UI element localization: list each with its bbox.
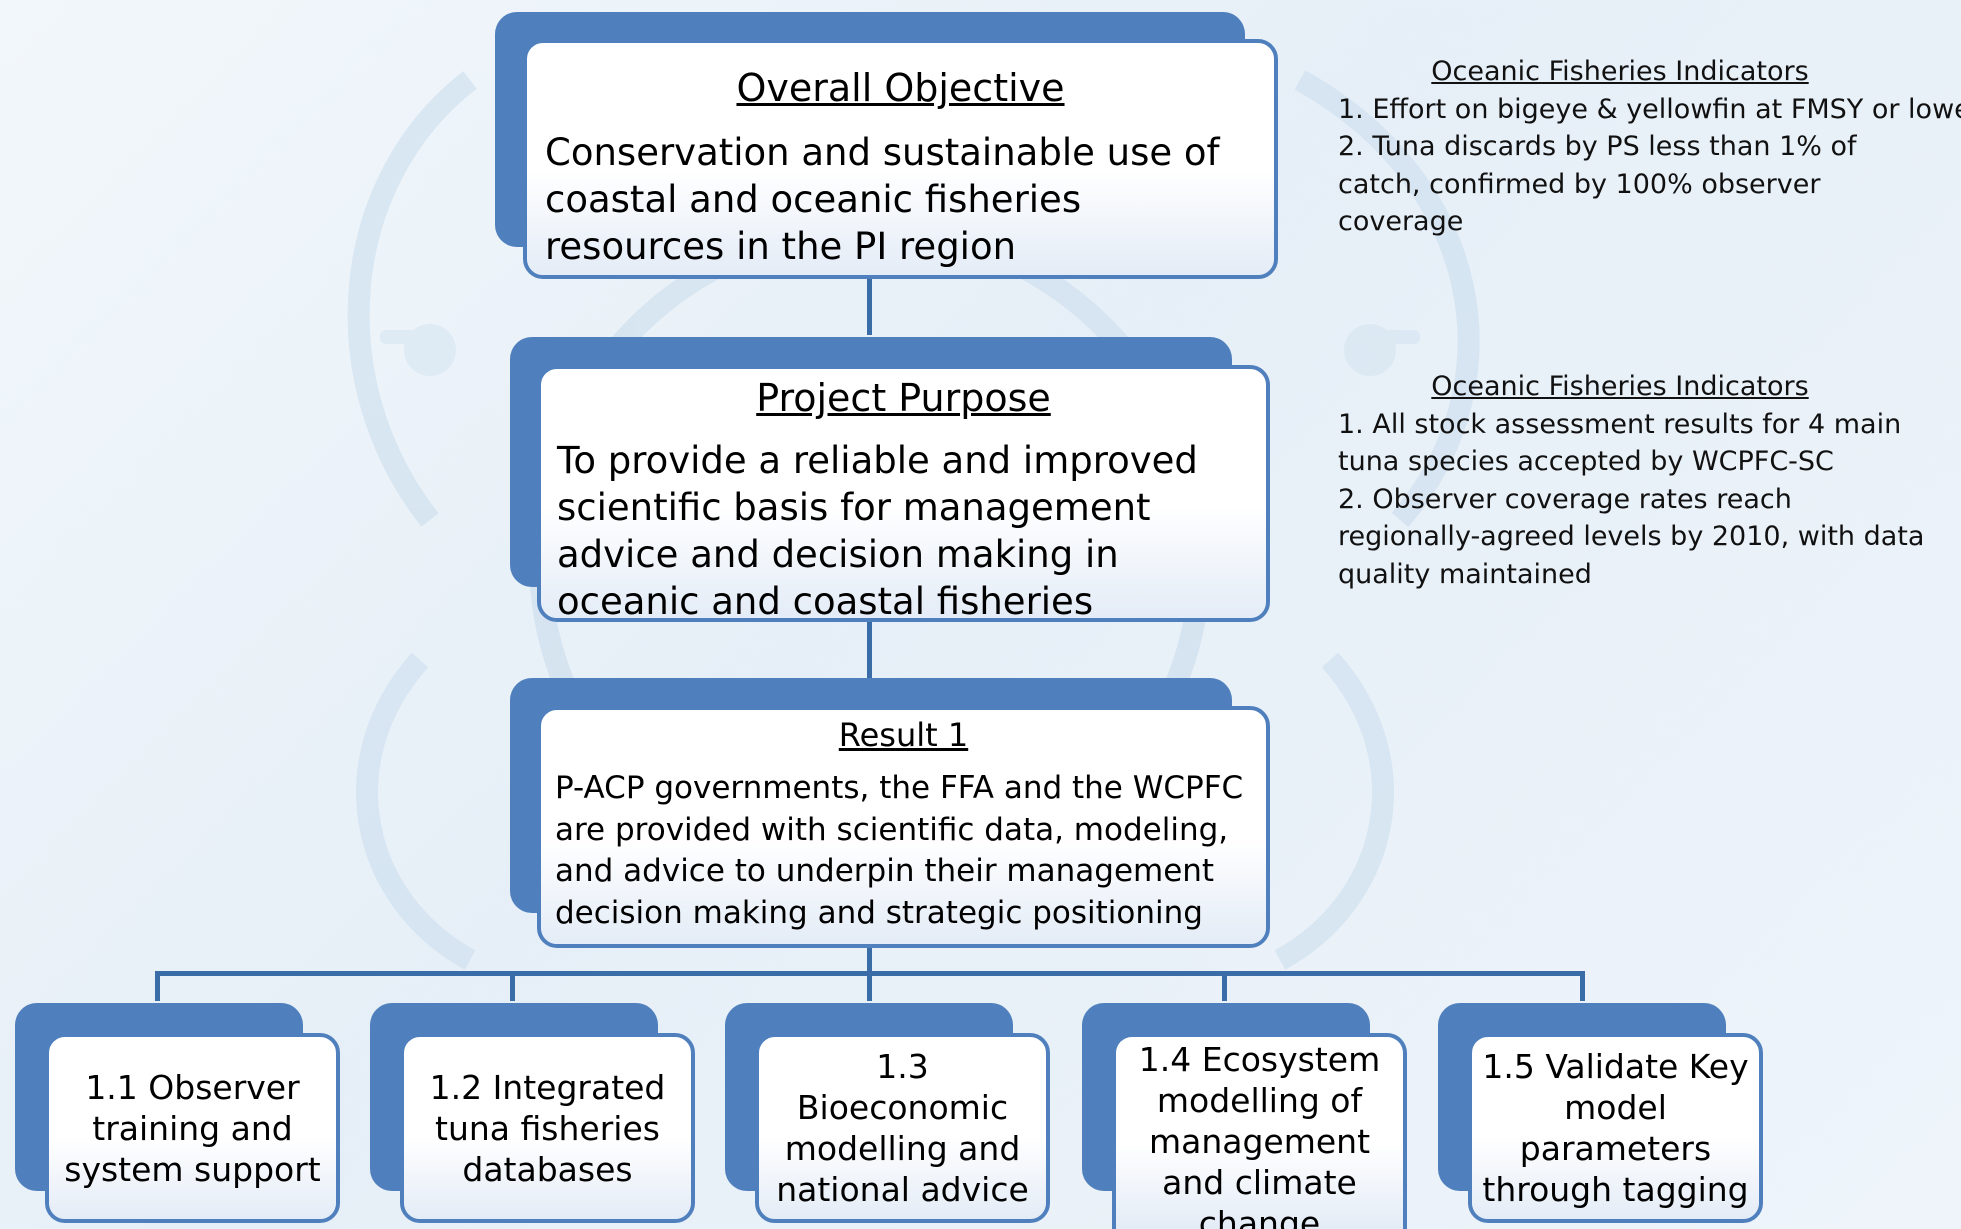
- indicators-objective-item-1: 1. Effort on bigeye & yellowfin at FMSY …: [1338, 93, 1961, 125]
- activity-label-4: 1.4 Ecosystem modelling of management an…: [1138, 1040, 1381, 1229]
- activity-box-3: 1.3 Bioeconomic modelling and national a…: [725, 1003, 1050, 1223]
- activity-box-4: 1.4 Ecosystem modelling of management an…: [1082, 1003, 1407, 1229]
- indicators-purpose: Oceanic Fisheries Indicators 1. All stoc…: [1338, 368, 1938, 593]
- activity-box-5: 1.5 Validate Key model parameters throug…: [1438, 1003, 1763, 1223]
- connector-drop-3: [867, 971, 872, 1001]
- connector-result-trunk: [867, 945, 872, 975]
- activity-label-3: 1.3 Bioeconomic modelling and national a…: [776, 1047, 1029, 1209]
- connector-drop-4: [1222, 971, 1227, 1001]
- overall-objective-text: Conservation and sustainable use of coas…: [545, 131, 1220, 268]
- project-purpose-text: To provide a reliable and improved scien…: [557, 439, 1198, 622]
- indicators-purpose-item-1: 1. All stock assessment results for 4 ma…: [1338, 408, 1902, 478]
- result-1-box: Result 1 P-ACP governments, the FFA and …: [510, 678, 1270, 948]
- overall-objective-title: Overall Objective: [736, 66, 1065, 110]
- indicators-purpose-item-2: 2. Observer coverage rates reach regiona…: [1338, 483, 1925, 590]
- connector-purpose-result: [867, 620, 872, 680]
- result-1-title: Result 1: [838, 716, 969, 754]
- overall-objective-box: Overall Objective Conservation and susta…: [495, 12, 1280, 282]
- indicators-objective-heading: Oceanic Fisheries Indicators: [1431, 56, 1809, 87]
- activity-label-5: 1.5 Validate Key model parameters throug…: [1482, 1047, 1749, 1209]
- activity-label-2: 1.2 Integrated tuna fisheries databases: [429, 1067, 666, 1189]
- project-purpose-title: Project Purpose: [756, 376, 1051, 420]
- indicators-purpose-heading: Oceanic Fisheries Indicators: [1431, 371, 1809, 402]
- connector-drop-5: [1580, 971, 1585, 1001]
- project-purpose-box: Project Purpose To provide a reliable an…: [510, 337, 1270, 622]
- indicators-objective-item-2: 2. Tuna discards by PS less than 1% of c…: [1338, 131, 1857, 237]
- indicators-objective: Oceanic Fisheries Indicators 1. Effort o…: [1338, 53, 1961, 241]
- result-1-text: P-ACP governments, the FFA and the WCPFC…: [555, 770, 1244, 931]
- activity-box-1: 1.1 Observer training and system support: [15, 1003, 340, 1223]
- connector-drop-2: [510, 971, 515, 1001]
- connector-objective-purpose: [867, 275, 872, 335]
- activity-box-2: 1.2 Integrated tuna fisheries databases: [370, 1003, 695, 1223]
- activity-label-1: 1.1 Observer training and system support: [64, 1067, 321, 1189]
- connector-drop-1: [155, 971, 160, 1001]
